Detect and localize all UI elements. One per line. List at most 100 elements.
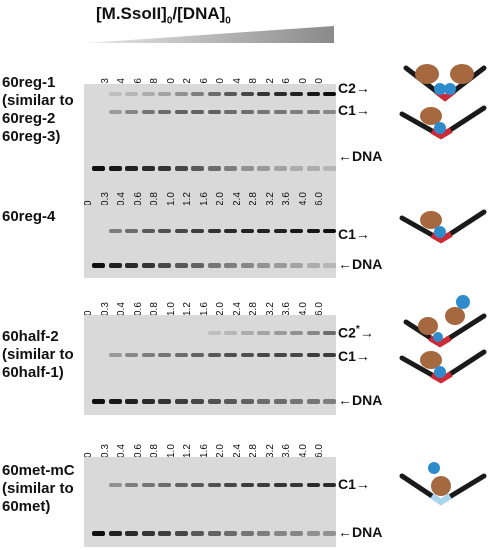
c1-methylated-complex-schematic bbox=[399, 462, 487, 506]
concentration-wedge bbox=[86, 26, 334, 43]
concentration-label: 6.0 bbox=[314, 192, 325, 206]
dna-band bbox=[273, 263, 287, 268]
dna-band bbox=[125, 166, 138, 171]
dna-band bbox=[207, 166, 221, 171]
dna-band bbox=[323, 166, 336, 171]
middle-band bbox=[158, 110, 171, 114]
c2-complex-schematic bbox=[403, 64, 487, 102]
panel-label: 60reg-4 bbox=[2, 208, 56, 225]
dna-band bbox=[257, 531, 270, 536]
dna-band bbox=[207, 263, 221, 268]
middle-band bbox=[306, 483, 320, 487]
middle-band bbox=[141, 110, 155, 114]
dna-band bbox=[290, 263, 303, 268]
middle-band bbox=[191, 353, 204, 357]
c2-star-complex-schematic bbox=[403, 295, 487, 348]
middle-band bbox=[240, 353, 254, 357]
concentration-label: 6.0 bbox=[314, 444, 325, 458]
upper-band bbox=[257, 331, 270, 335]
dna-band bbox=[158, 166, 171, 171]
middle-band bbox=[191, 110, 204, 114]
dna-band bbox=[92, 166, 105, 171]
middle-band bbox=[158, 353, 171, 357]
upper-band bbox=[306, 331, 320, 335]
dna-label: ←DNA bbox=[338, 524, 383, 540]
middle-band bbox=[174, 229, 188, 233]
dna-band bbox=[174, 531, 188, 536]
upper-band bbox=[207, 331, 221, 335]
middle-band bbox=[141, 353, 155, 357]
dna-band bbox=[191, 399, 204, 404]
middle-band bbox=[125, 110, 138, 114]
dna-band bbox=[92, 263, 105, 268]
middle-band bbox=[207, 110, 221, 114]
upper-band bbox=[125, 92, 138, 96]
middle-band bbox=[306, 110, 320, 114]
c1-complex-schematic bbox=[399, 349, 487, 384]
upper-band bbox=[174, 92, 188, 96]
c1-label: C1→ bbox=[338, 102, 370, 118]
dna-band bbox=[191, 263, 204, 268]
middle-band bbox=[273, 353, 287, 357]
middle-band bbox=[306, 353, 320, 357]
upper-band bbox=[306, 92, 320, 96]
middle-band bbox=[323, 110, 336, 114]
c1-complex-schematic bbox=[399, 105, 487, 140]
dna-band bbox=[141, 399, 155, 404]
titration-title: [M.SsoII]0/[DNA]0 bbox=[96, 4, 231, 27]
middle-band bbox=[290, 353, 303, 357]
dna-label: ←DNA bbox=[338, 392, 383, 408]
dna-band bbox=[240, 166, 254, 171]
middle-band bbox=[224, 229, 237, 233]
dna-band bbox=[224, 263, 237, 268]
upper-band bbox=[240, 92, 254, 96]
middle-band bbox=[323, 483, 336, 487]
middle-band bbox=[108, 353, 122, 357]
middle-band bbox=[224, 353, 237, 357]
dna-band bbox=[240, 531, 254, 536]
dna-band bbox=[125, 399, 138, 404]
middle-band bbox=[257, 483, 270, 487]
dna-band bbox=[273, 531, 287, 536]
upper-band bbox=[323, 92, 336, 96]
middle-band bbox=[240, 483, 254, 487]
dna-band bbox=[174, 399, 188, 404]
middle-band bbox=[306, 229, 320, 233]
upper-band bbox=[273, 331, 287, 335]
upper-band bbox=[273, 92, 287, 96]
middle-band bbox=[240, 229, 254, 233]
dna-band bbox=[92, 531, 105, 536]
dna-band bbox=[191, 531, 204, 536]
middle-band bbox=[125, 353, 138, 357]
dna-band bbox=[141, 531, 155, 536]
dna-band bbox=[257, 263, 270, 268]
c2-label: C2→ bbox=[338, 80, 370, 96]
dna-band bbox=[306, 399, 320, 404]
gel-image bbox=[84, 457, 336, 547]
dna-band bbox=[273, 166, 287, 171]
dna-band bbox=[273, 399, 287, 404]
dna-band bbox=[108, 531, 122, 536]
dna-band bbox=[323, 531, 336, 536]
dna-band bbox=[257, 399, 270, 404]
dna-band bbox=[323, 263, 336, 268]
middle-band bbox=[257, 110, 270, 114]
middle-band bbox=[290, 483, 303, 487]
middle-band bbox=[125, 229, 138, 233]
c1-label: C1→ bbox=[338, 476, 370, 492]
middle-band bbox=[273, 483, 287, 487]
middle-band bbox=[207, 229, 221, 233]
dna-band bbox=[108, 399, 122, 404]
dna-band bbox=[158, 399, 171, 404]
dna-band bbox=[306, 263, 320, 268]
middle-band bbox=[108, 483, 122, 487]
gel-image bbox=[84, 315, 336, 415]
upper-band bbox=[158, 92, 171, 96]
upper-band bbox=[224, 331, 237, 335]
dna-label: ←DNA bbox=[338, 256, 383, 272]
dna-band bbox=[257, 166, 270, 171]
dna-band bbox=[125, 531, 138, 536]
dna-band bbox=[306, 166, 320, 171]
